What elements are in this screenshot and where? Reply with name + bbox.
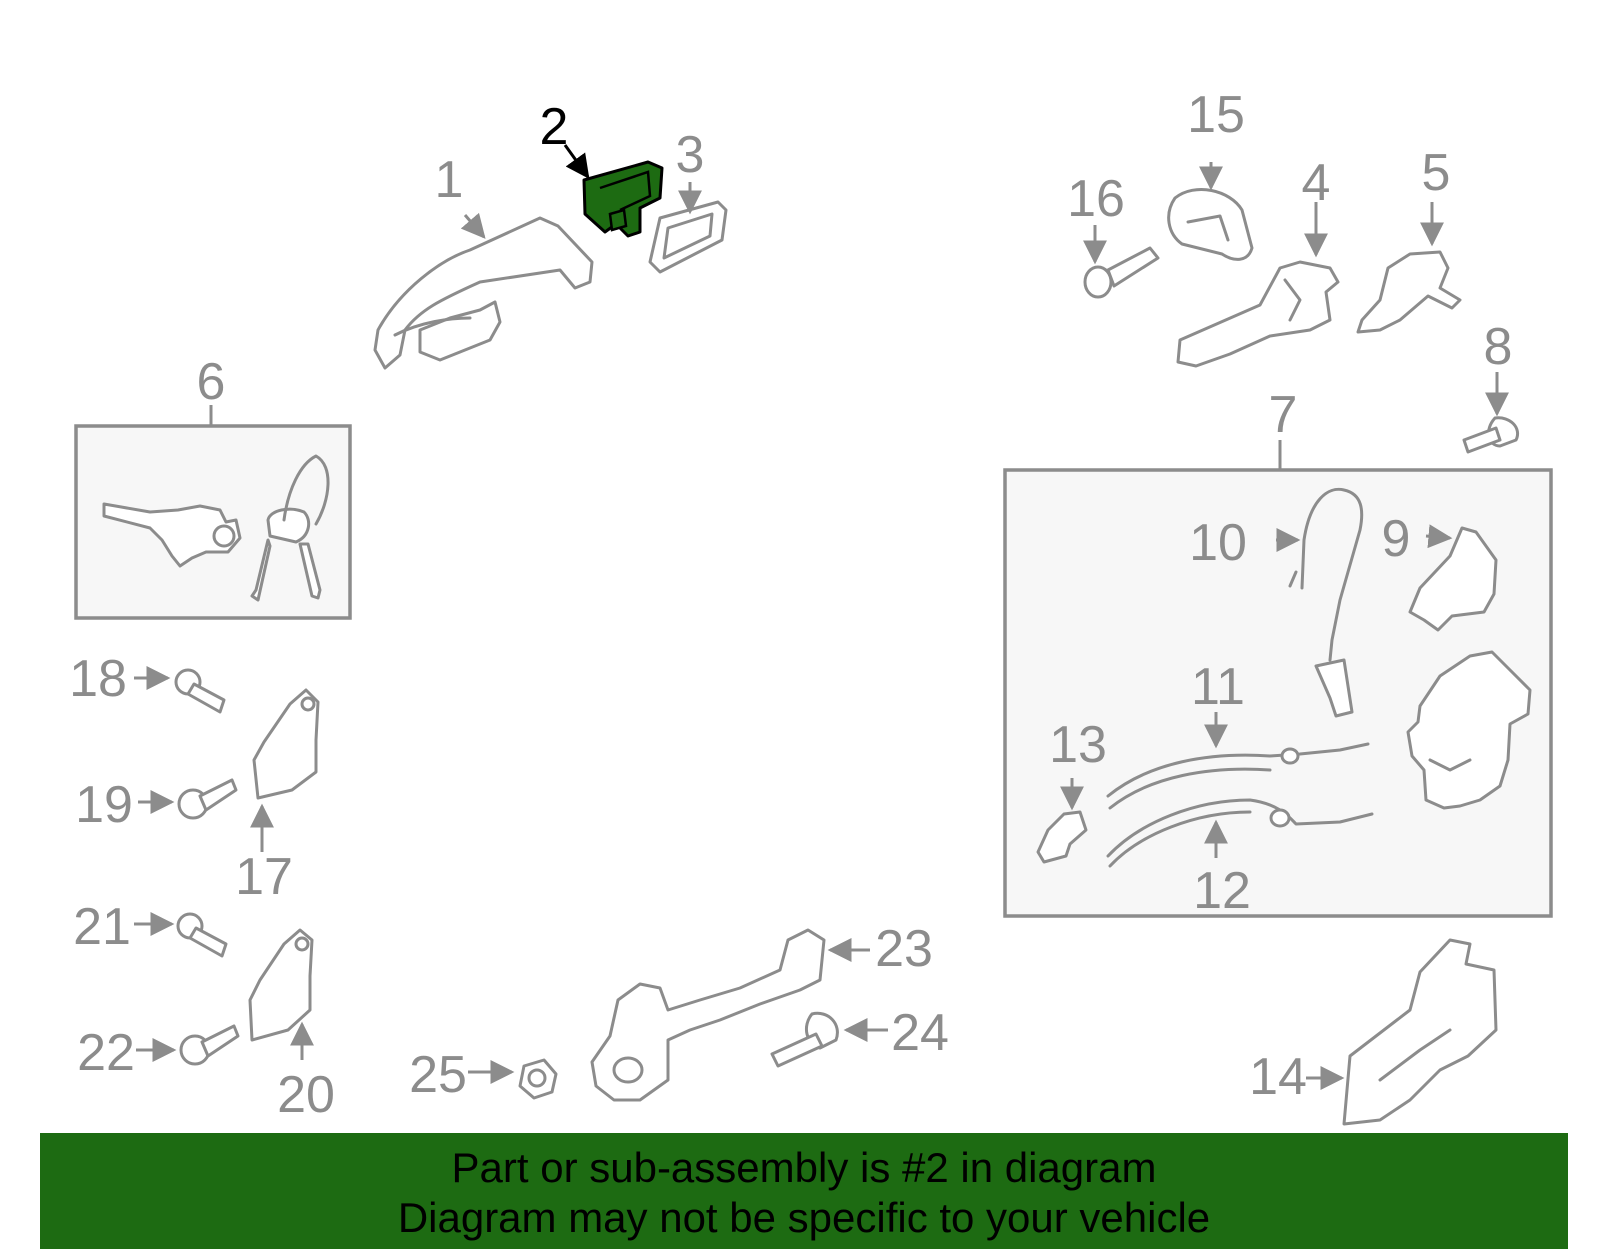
part-25-nut[interactable]: [518, 1058, 558, 1100]
callout-6: 6: [197, 353, 226, 411]
callout-16: 16: [1067, 170, 1125, 228]
part-20-hinge[interactable]: [248, 928, 314, 1042]
part-15-striker[interactable]: [1167, 188, 1254, 261]
callout-2: 2: [540, 98, 569, 156]
callout-15: 15: [1187, 86, 1245, 144]
banner-line-1: Part or sub-assembly is #2 in diagram: [451, 1144, 1157, 1191]
part-12-rod[interactable]: [1106, 798, 1374, 868]
callout-10: 10: [1189, 514, 1247, 572]
part-16-bolt[interactable]: [1083, 246, 1160, 299]
callout-12: 12: [1193, 862, 1251, 920]
callout-11: 11: [1191, 658, 1245, 716]
callout-7: 7: [1269, 386, 1298, 444]
callout-5: 5: [1422, 144, 1451, 202]
part-19-bolt[interactable]: [177, 778, 238, 820]
callout-1: 1: [435, 151, 464, 209]
callout-20: 20: [277, 1066, 335, 1124]
part-24-bolt[interactable]: [770, 1011, 839, 1068]
callout-14: 14: [1249, 1048, 1307, 1106]
part-4-lock-bracket[interactable]: [1176, 260, 1340, 368]
part-8-bolt[interactable]: [1462, 416, 1519, 454]
part-info-banner: Part or sub-assembly is #2 in diagram Di…: [40, 1133, 1568, 1249]
callout-8: 8: [1484, 318, 1513, 376]
callout-17: 17: [235, 848, 293, 906]
part-9-latch-cover[interactable]: [1408, 526, 1498, 632]
callout-22: 22: [77, 1024, 135, 1082]
part-22-bolt[interactable]: [179, 1024, 240, 1066]
callout-13: 13: [1049, 716, 1107, 774]
part-18-bolt[interactable]: [174, 668, 226, 714]
callout-18: 18: [69, 650, 127, 708]
door-latch-assembly[interactable]: [1406, 650, 1532, 810]
part-17-hinge[interactable]: [252, 688, 320, 800]
callout-3: 3: [676, 126, 705, 184]
part-14-latch-bracket[interactable]: [1342, 938, 1498, 1126]
callout-23: 23: [875, 920, 933, 978]
part-1-outer-handle[interactable]: [373, 216, 594, 370]
part-2-handle-bracket[interactable]: [582, 160, 664, 238]
callout-4: 4: [1302, 154, 1331, 212]
part-23-door-check[interactable]: [590, 928, 826, 1102]
callout-9: 9: [1382, 510, 1411, 568]
callout-25: 25: [409, 1046, 467, 1104]
part-6-lock-cylinder-set[interactable]: [102, 454, 330, 602]
part-13-clip[interactable]: [1036, 810, 1088, 864]
part-5-lock-bracket[interactable]: [1356, 250, 1462, 334]
callout-21: 21: [73, 898, 131, 956]
callout-19: 19: [75, 776, 133, 834]
callout-24: 24: [891, 1004, 949, 1062]
part-21-bolt[interactable]: [176, 912, 228, 958]
part-10-cable[interactable]: [1288, 487, 1364, 718]
banner-line-2: Diagram may not be specific to your vehi…: [397, 1194, 1211, 1241]
part-11-rod[interactable]: [1106, 742, 1370, 810]
part-3-gasket[interactable]: [648, 200, 728, 274]
